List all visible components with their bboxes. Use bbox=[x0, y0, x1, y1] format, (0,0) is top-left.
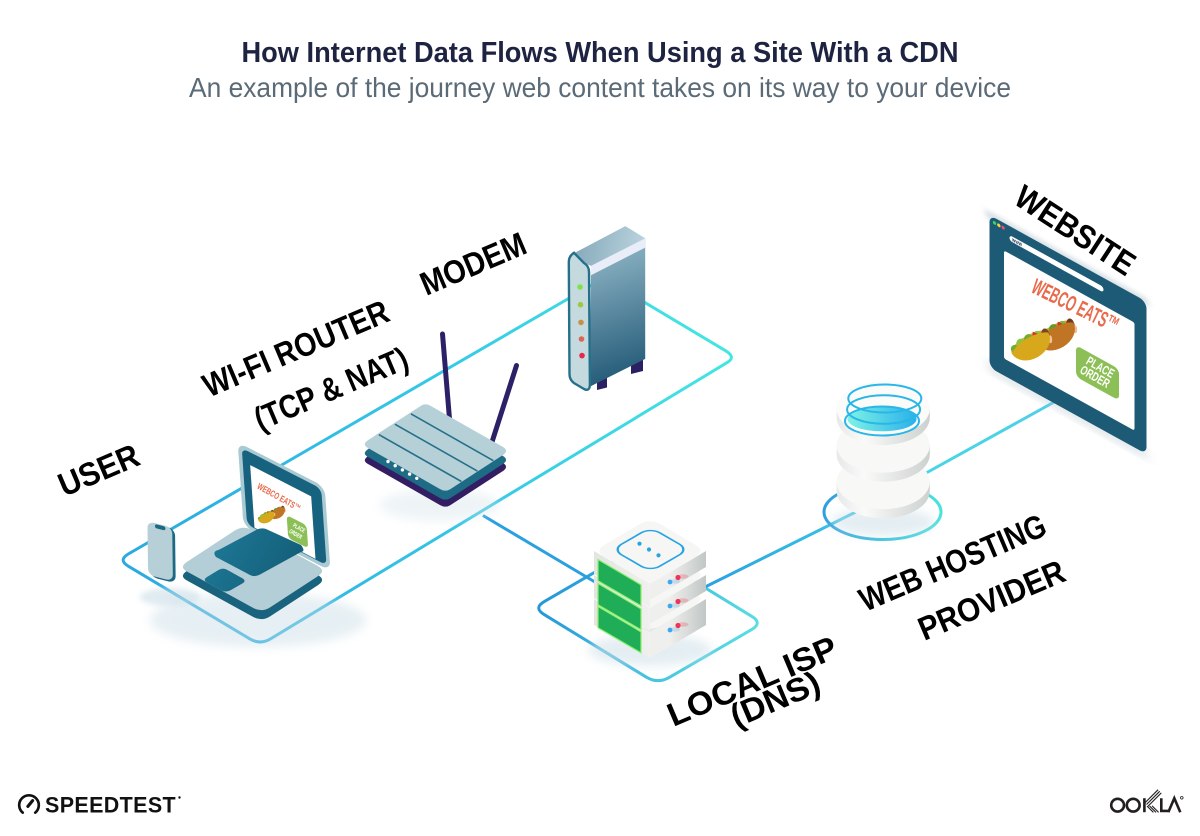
svg-text:SPEEDTEST: SPEEDTEST bbox=[45, 793, 176, 818]
svg-text:An example of the journey web: An example of the journey web content ta… bbox=[189, 72, 1011, 103]
svg-text:WWW: WWW bbox=[1012, 237, 1022, 248]
svg-text:How Internet Data Flows When U: How Internet Data Flows When Using a Sit… bbox=[242, 37, 959, 69]
svg-text:PLACE: PLACE bbox=[291, 523, 305, 535]
svg-text:MODEM: MODEM bbox=[414, 225, 531, 303]
svg-text:USER: USER bbox=[52, 436, 144, 503]
